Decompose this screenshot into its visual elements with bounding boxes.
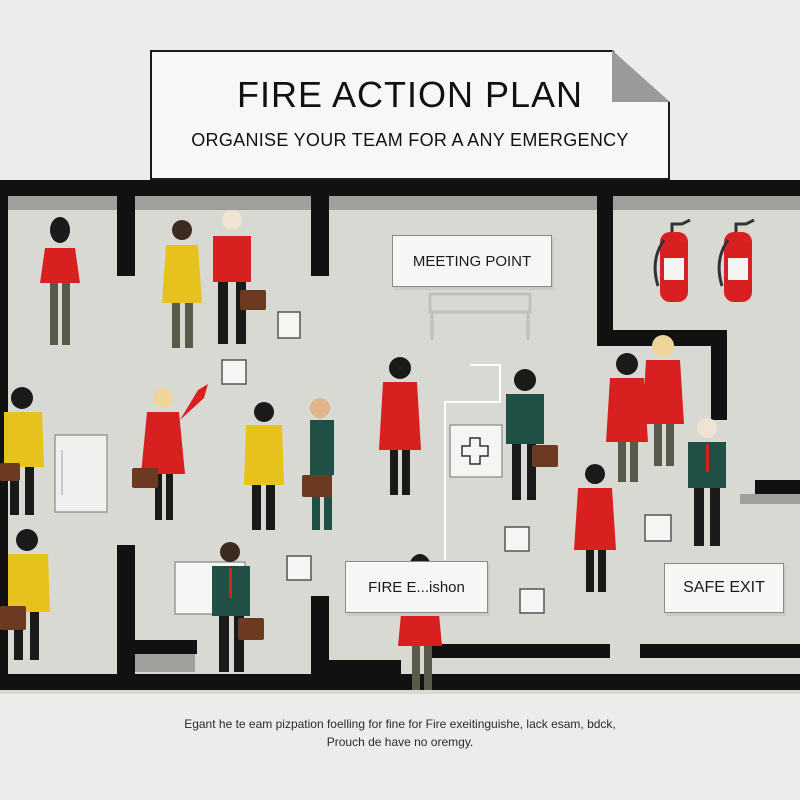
person bbox=[506, 369, 558, 500]
safe-exit-label: SAFE EXIT bbox=[664, 563, 784, 613]
fire-station-label: FIRE E...ishon bbox=[345, 561, 488, 613]
briefcase-icon bbox=[0, 606, 26, 630]
person bbox=[379, 357, 421, 495]
briefcase-icon bbox=[532, 445, 558, 467]
person bbox=[212, 542, 264, 672]
person bbox=[302, 398, 334, 530]
walls bbox=[0, 180, 800, 690]
evacuation-route bbox=[444, 364, 501, 560]
person bbox=[574, 464, 616, 592]
person bbox=[642, 335, 684, 466]
fire-extinguisher-icon bbox=[653, 218, 691, 302]
page-title: FIRE ACTION PLAN bbox=[236, 74, 584, 115]
title-sign bbox=[150, 50, 670, 180]
briefcase-icon bbox=[240, 290, 266, 310]
person bbox=[244, 402, 284, 530]
person bbox=[606, 353, 648, 482]
meeting-point-label: MEETING POINT bbox=[392, 235, 552, 287]
person bbox=[162, 220, 202, 348]
cabinet bbox=[54, 434, 108, 513]
caption-line-2: Prouch de have no oremgy. bbox=[326, 735, 474, 749]
person bbox=[688, 418, 726, 546]
meeting-bench bbox=[428, 292, 532, 340]
person bbox=[0, 529, 50, 660]
wall-shading bbox=[8, 196, 800, 672]
caption-line-1: Egant he te eam pizpation foelling for f… bbox=[184, 717, 616, 731]
person bbox=[132, 384, 208, 520]
briefcase-icon bbox=[238, 618, 264, 640]
person bbox=[0, 387, 44, 515]
briefcase-icon bbox=[0, 463, 20, 481]
fire-extinguisher-icon bbox=[717, 218, 755, 302]
briefcase-icon bbox=[132, 468, 158, 488]
first-aid-cross-icon bbox=[449, 424, 503, 478]
people bbox=[0, 210, 726, 690]
page-subtitle: ORGANISE YOUR TEAM FOR A ANY EMERGENCY bbox=[191, 130, 629, 150]
person bbox=[40, 217, 80, 345]
person bbox=[213, 210, 266, 344]
briefcase-icon bbox=[302, 475, 332, 497]
